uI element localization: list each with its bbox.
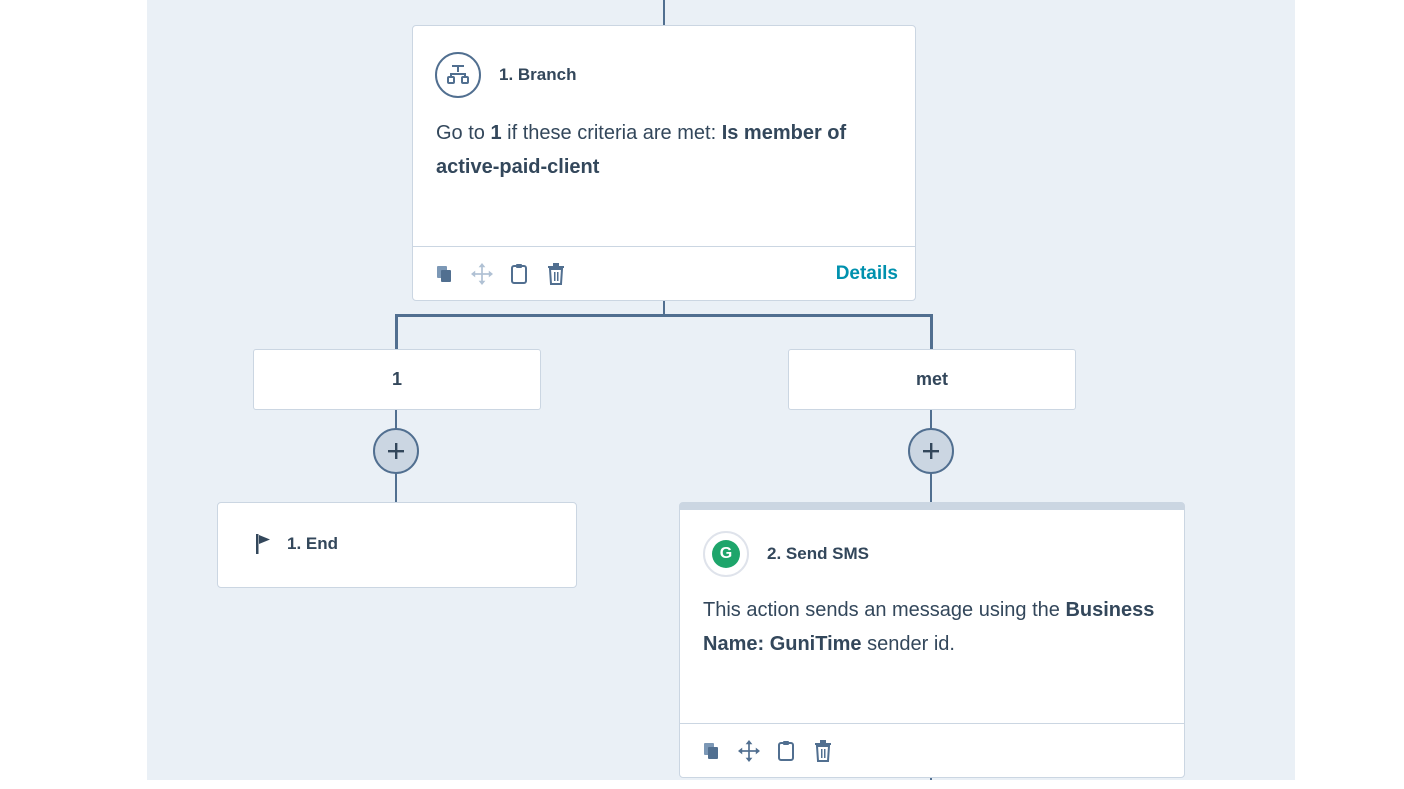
send-sms-action-card[interactable]: G 2. Send SMS This action sends an messa…	[679, 502, 1185, 778]
plus-icon	[923, 443, 939, 459]
connector-left-drop	[395, 314, 398, 350]
branch-action-card[interactable]: 1. Branch Go to 1 if these criteria are …	[412, 25, 916, 301]
branch-body-middle: if these criteria are met:	[501, 122, 722, 144]
sms-card-toolbar	[680, 723, 1184, 777]
connector-right-to-plus	[930, 409, 932, 429]
branch-label-right-text: met	[915, 369, 948, 389]
end-title: 1. End	[287, 534, 339, 553]
sms-body-suffix: sender id.	[861, 633, 955, 655]
branch-icon	[435, 52, 481, 98]
connector-bottom	[930, 776, 932, 780]
copy-icon[interactable]	[434, 263, 456, 285]
connector-left-to-end	[395, 473, 397, 503]
move-icon[interactable]	[738, 739, 760, 762]
flag-icon	[255, 533, 273, 555]
trash-icon[interactable]	[812, 739, 834, 762]
sms-body-prefix: This action sends an message using the	[703, 599, 1066, 621]
branch-criteria: Is member of active-paid-client	[436, 122, 847, 178]
workflow-canvas: 1. Branch Go to 1 if these criteria are …	[147, 0, 1295, 780]
end-card[interactable]: 1. End	[217, 502, 577, 588]
add-action-button-left[interactable]	[373, 428, 419, 474]
connector-top	[663, 0, 665, 26]
connector-right-to-sms	[930, 473, 932, 503]
branch-card-toolbar: Details	[413, 246, 915, 300]
plus-icon	[388, 443, 404, 459]
sms-sender-name: Business Name: GuniTime	[703, 599, 1155, 655]
copy-icon[interactable]	[701, 740, 723, 762]
branch-label-left[interactable]: 1	[253, 349, 541, 410]
sms-title: 2. Send SMS	[767, 544, 870, 563]
connector-branch-down	[663, 300, 665, 316]
sms-logo-icon: G	[712, 540, 740, 568]
clipboard-icon[interactable]	[775, 740, 797, 762]
add-action-button-right[interactable]	[908, 428, 954, 474]
branch-body-prefix: Go to	[436, 122, 491, 144]
move-icon[interactable]	[471, 262, 493, 285]
details-link[interactable]: Details	[835, 262, 898, 284]
branch-label-left-text: 1	[391, 369, 402, 389]
sms-app-logo: G	[703, 531, 749, 577]
sms-description: This action sends an message using the B…	[703, 593, 1163, 661]
branch-target: 1	[490, 122, 502, 144]
clipboard-icon[interactable]	[508, 263, 530, 285]
trash-icon[interactable]	[545, 262, 567, 285]
branch-title: 1. Branch	[499, 65, 577, 84]
connector-left-to-plus	[395, 409, 397, 429]
branch-label-right[interactable]: met	[788, 349, 1076, 410]
connector-right-drop	[930, 314, 933, 350]
branch-description: Go to 1 if these criteria are met: Is me…	[436, 116, 896, 184]
connector-horizontal	[396, 314, 933, 317]
